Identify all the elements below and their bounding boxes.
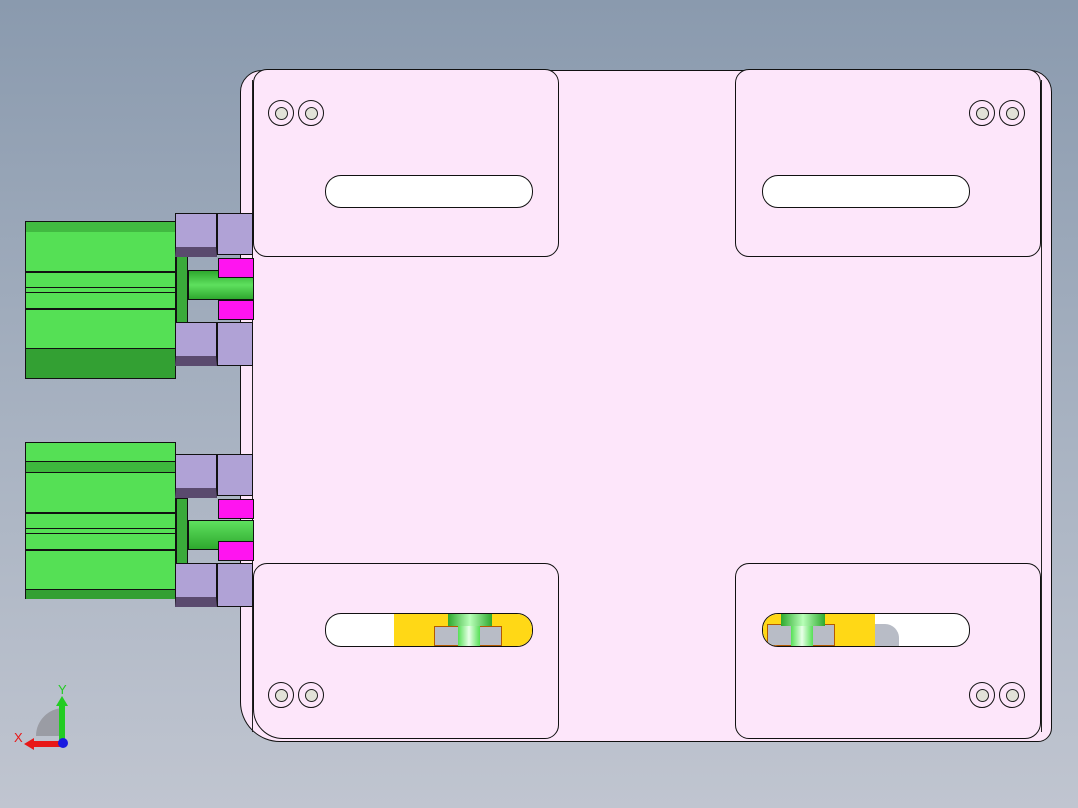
cylinder-line: [26, 308, 175, 310]
adjustment-slot: [762, 613, 970, 647]
x-axis-label: X: [14, 730, 23, 745]
cylinder-edge: [26, 222, 175, 232]
x-axis-arrow-icon: [32, 741, 66, 747]
clevis-top: [218, 258, 254, 278]
adjustment-slot: [325, 175, 533, 208]
bolt-hole-icon: [268, 682, 294, 708]
cylinder-base: [26, 348, 175, 378]
cylinder-base: [26, 589, 175, 599]
y-axis-label: Y: [58, 682, 67, 697]
bracket-top: [175, 454, 217, 498]
bracket-bottom: [175, 563, 217, 607]
rod-flange: [176, 498, 188, 564]
pin-shaft: [791, 626, 813, 646]
pin-shaft: [458, 626, 480, 646]
bolt-hole-icon: [969, 682, 995, 708]
bracket-bottom-block: [217, 563, 253, 607]
bolt-hole-icon: [999, 100, 1025, 126]
cylinder-body[interactable]: [25, 442, 176, 599]
pad-top-left[interactable]: [253, 69, 559, 257]
bracket-top-block: [217, 213, 253, 255]
bracket-bottom: [175, 322, 217, 366]
cylinder-line: [26, 512, 175, 514]
cylinder-line: [26, 271, 175, 273]
clevis-top: [218, 499, 254, 519]
y-axis-arrow-icon: [59, 704, 65, 740]
bracket-bottom-block: [217, 322, 253, 366]
adjustment-slot: [762, 175, 970, 208]
bolt-hole-icon: [298, 100, 324, 126]
cylinder-body[interactable]: [25, 221, 176, 379]
z-axis-dot-icon: [58, 738, 68, 748]
bolt-hole-icon: [298, 682, 324, 708]
base-plate-inner-edge: [252, 80, 1042, 732]
bracket-top: [175, 213, 217, 257]
bolt-hole-icon: [268, 100, 294, 126]
pad-bottom-right[interactable]: [735, 563, 1041, 739]
clevis-bottom: [218, 300, 254, 320]
pad-top-right[interactable]: [735, 69, 1041, 257]
bolt-hole-icon: [969, 100, 995, 126]
cylinder-line: [26, 549, 175, 551]
pin-head: [448, 614, 492, 626]
cylinder-groove: [26, 461, 175, 473]
pin-head: [781, 614, 825, 626]
bracket-top-block: [217, 454, 253, 496]
coordinate-triad: Y X: [14, 682, 74, 750]
clevis-bottom: [218, 541, 254, 561]
pad-bottom-left[interactable]: [253, 563, 559, 739]
bolt-hole-icon: [999, 682, 1025, 708]
y-axis-arrowhead-icon: [56, 696, 68, 706]
cylinder-groove: [26, 287, 175, 293]
x-axis-arrowhead-icon: [24, 738, 34, 750]
cylinder-groove: [26, 528, 175, 534]
slider-insert: [875, 624, 899, 646]
adjustment-slot: [325, 613, 533, 647]
rod-flange: [176, 256, 188, 324]
